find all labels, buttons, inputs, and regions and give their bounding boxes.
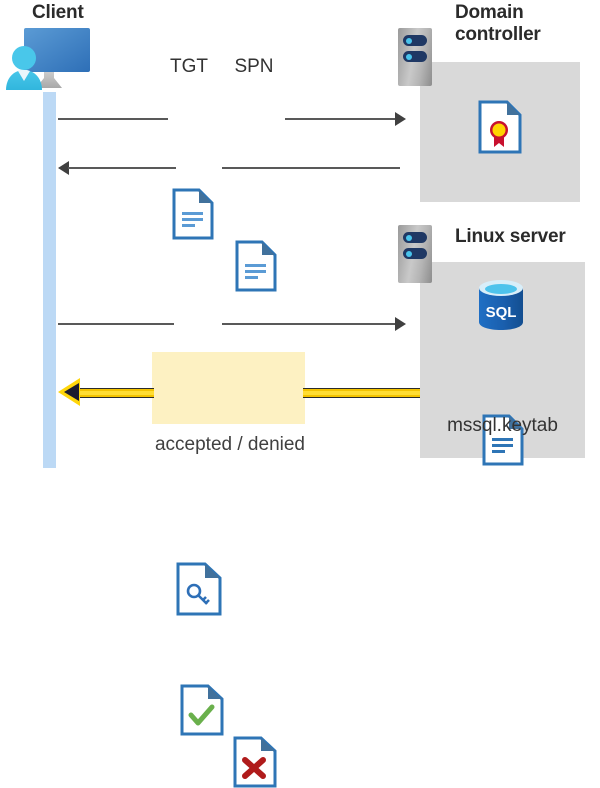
accepted-denied-highlight-box [152, 352, 305, 424]
sql-database-icon: SQL [476, 279, 526, 336]
accepted-denied-caption: accepted / denied [154, 434, 305, 455]
flow-1-line-left [58, 118, 168, 120]
tgt-document-icon [172, 188, 600, 240]
flow-1-line-right [285, 118, 395, 120]
flow-3-line-left [58, 323, 174, 325]
certificate-document-icon [478, 100, 600, 154]
flow-4-arrowhead [64, 383, 79, 401]
linux-server-title: Linux server [455, 226, 566, 247]
flow-2-line-right [222, 167, 400, 169]
flow-2-arrowhead [58, 161, 69, 175]
svg-text:SQL: SQL [486, 304, 517, 321]
keytab-document-icon [482, 414, 600, 466]
service-ticket-key-document-icon [176, 562, 600, 616]
flow-4-yellow-line-right [303, 388, 420, 398]
client-lifeline [43, 92, 56, 468]
server-rack-icon [398, 28, 432, 86]
flow-3-arrowhead [395, 317, 406, 331]
flow-1-arrowhead [395, 112, 406, 126]
accepted-document-icon [180, 684, 600, 736]
flow-4-yellow-line-left [79, 388, 154, 398]
client-title: Client [32, 2, 84, 23]
client-computer-user-icon [2, 22, 98, 100]
flow-2-line-left [68, 167, 176, 169]
keytab-filename-label: mssql.keytab [447, 415, 558, 436]
server-rack-icon [398, 225, 432, 283]
flow-3-line-right [222, 323, 395, 325]
spn-document-icon [235, 240, 600, 292]
domain-controller-title: Domain controller [455, 2, 541, 46]
spn-label: SPN [234, 56, 274, 77]
tgt-label: TGT [170, 56, 208, 77]
denied-document-icon [233, 736, 600, 788]
